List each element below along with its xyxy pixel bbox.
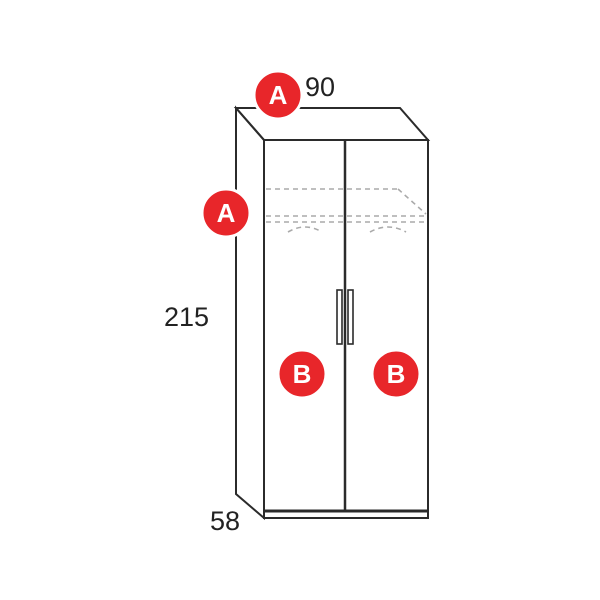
- marker-badge-top: A: [252, 69, 304, 121]
- door-handle-left: [336, 289, 343, 345]
- wardrobe-outline: [233, 105, 431, 521]
- marker-badge-door-left-label: B: [293, 359, 312, 389]
- marker-badge-door-right: B: [370, 348, 422, 400]
- hanger-curve-left: [287, 226, 323, 233]
- hidden-shelf-lines: [266, 188, 427, 233]
- hanger-curve-right: [369, 226, 407, 233]
- door-handle-right: [347, 289, 354, 345]
- door-handles: [336, 289, 354, 345]
- dimension-width-label: 90: [305, 72, 335, 102]
- marker-badge-door-left: B: [276, 348, 328, 400]
- marker-badge-shelf: A: [200, 187, 252, 239]
- dimension-height-label: 215: [164, 302, 209, 332]
- dimension-depth-label: 58: [210, 506, 240, 536]
- marker-badge-door-right-label: B: [387, 359, 406, 389]
- marker-badge-shelf-label: A: [217, 198, 236, 228]
- wardrobe-side-face: [235, 105, 265, 521]
- marker-badge-top-label: A: [269, 80, 288, 110]
